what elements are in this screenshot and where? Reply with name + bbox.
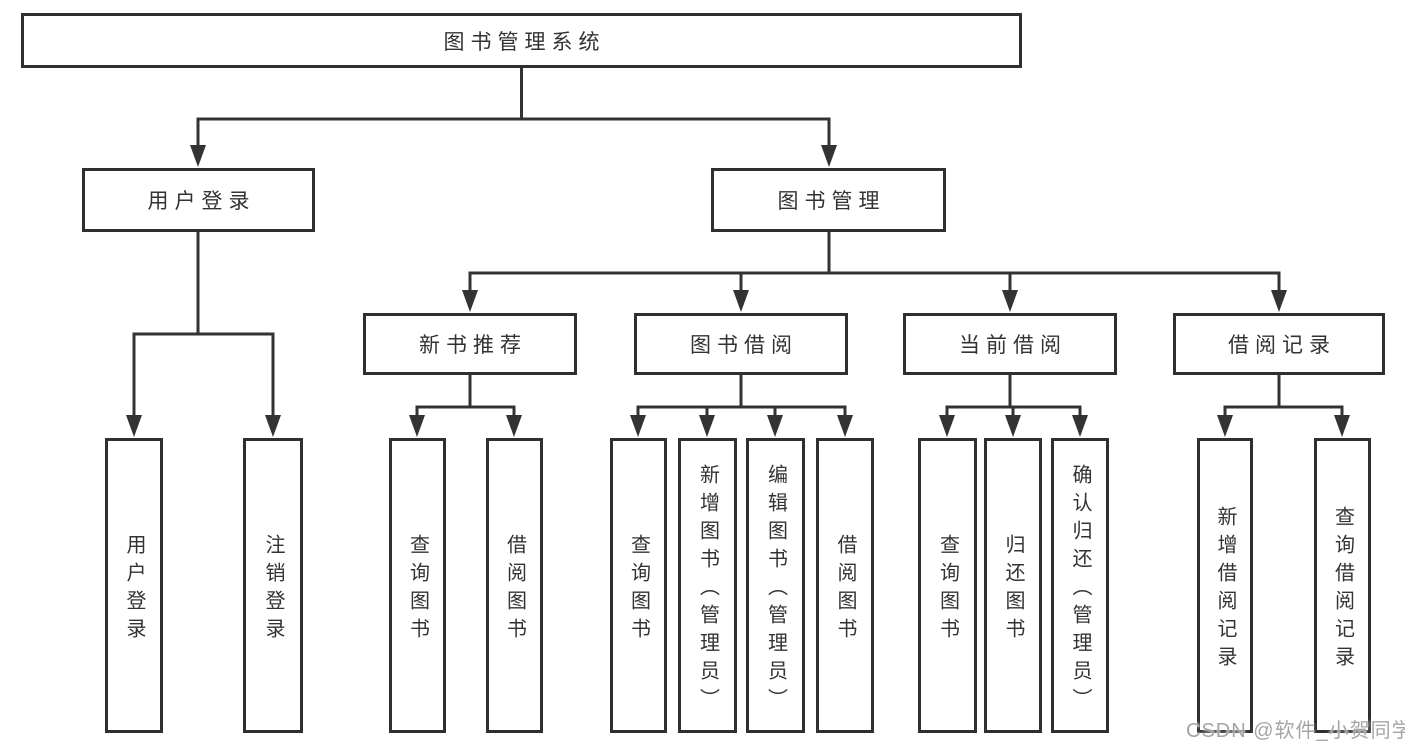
node-book-borrowing: 图书借阅	[634, 313, 848, 375]
node-user-login: 用户登录	[82, 168, 315, 232]
leaf-add-books-admin: 新增图书（管理员）	[678, 438, 737, 733]
node-label: 借阅记录	[1228, 334, 1336, 357]
node-label: 新增图书（管理员）	[696, 463, 719, 716]
node-label: 编辑图书（管理员）	[764, 463, 787, 716]
node-label: 图书管理系统	[443, 30, 606, 54]
node-label: 用户登录	[147, 190, 256, 213]
node-borrowing-records: 借阅记录	[1173, 313, 1385, 375]
leaf-user-login: 用户登录	[105, 438, 163, 733]
leaf-logout-login: 注销登录	[243, 438, 303, 733]
leaf-add-borrow-record: 新增借阅记录	[1197, 438, 1253, 733]
node-label: 当前借阅	[959, 334, 1067, 357]
csdn-watermark: CSDN @软件_小贺同学	[1186, 720, 1405, 742]
leaf-query-borrow-record: 查询借阅记录	[1314, 438, 1371, 733]
leaf-borrow-books-2: 借阅图书	[816, 438, 874, 733]
node-library-system: 图书管理系统	[21, 13, 1022, 68]
node-label: 注销登录	[262, 533, 284, 646]
node-label: 新增借阅记录	[1214, 505, 1236, 674]
leaf-borrow-books-1: 借阅图书	[486, 438, 543, 733]
node-label: 用户登录	[123, 533, 145, 646]
node-label: 查询图书	[627, 533, 650, 646]
leaf-query-books-2: 查询图书	[610, 438, 667, 733]
node-label: 图书借阅	[690, 334, 798, 357]
node-label: 查询图书	[936, 533, 959, 646]
leaf-return-books: 归还图书	[984, 438, 1042, 733]
leaf-edit-books-admin: 编辑图书（管理员）	[746, 438, 805, 733]
node-label: 归还图书	[1002, 533, 1024, 646]
node-label: 确认归还（管理员）	[1069, 463, 1091, 716]
node-new-book-recommend: 新书推荐	[363, 313, 577, 375]
node-label: 查询借阅记录	[1331, 505, 1354, 674]
leaf-query-books-1: 查询图书	[389, 438, 446, 733]
node-label: 图书管理	[777, 190, 886, 213]
node-label: 查询图书	[406, 533, 429, 646]
node-label: 借阅图书	[834, 533, 856, 646]
node-book-management: 图书管理	[711, 168, 946, 232]
arrowhead-icons	[126, 145, 1350, 437]
leaf-query-books-3: 查询图书	[918, 438, 977, 733]
node-label: 借阅图书	[503, 533, 526, 646]
leaf-confirm-return-admin: 确认归还（管理员）	[1051, 438, 1109, 733]
node-label: 新书推荐	[419, 334, 527, 357]
node-current-borrowing: 当前借阅	[903, 313, 1117, 375]
